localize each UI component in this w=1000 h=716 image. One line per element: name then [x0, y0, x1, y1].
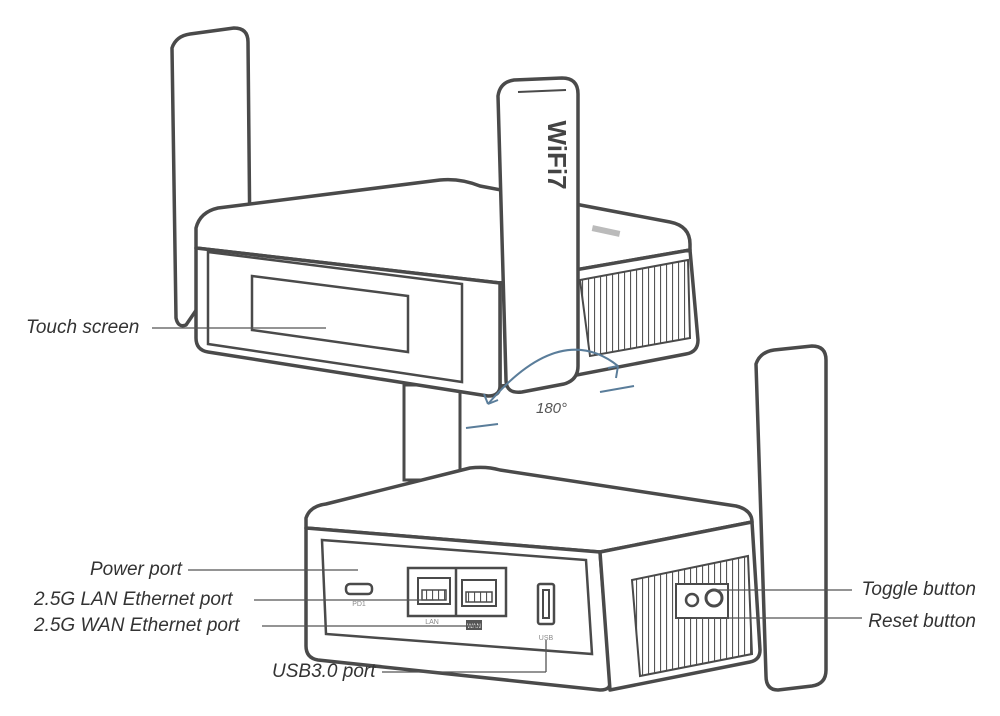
toggle-button[interactable] — [684, 592, 700, 608]
label-wan-port: 2.5G WAN Ethernet port — [34, 615, 240, 636]
antenna-bottom-right — [754, 344, 828, 692]
power-port[interactable] — [344, 582, 374, 596]
stand-post — [402, 383, 462, 482]
router-top: WiFi7 — [170, 26, 700, 398]
touch-screen — [250, 274, 410, 354]
router-top-vents — [578, 258, 692, 358]
label-usb-port: USB3.0 port — [272, 661, 376, 682]
antenna-wifi7-text: WiFi7 — [542, 120, 572, 189]
label-toggle-button: Toggle button — [861, 579, 976, 600]
antenna-front — [496, 76, 580, 394]
router-bottom: PD1 LAN WAN USB — [304, 344, 828, 692]
label-reset-button: Reset button — [868, 611, 976, 632]
rotation-label: 180° — [536, 400, 567, 417]
label-power-port: Power port — [90, 559, 182, 580]
wan-port-text: WAN — [467, 624, 481, 630]
power-port-text: PD1 — [352, 601, 366, 608]
lan-port-text: LAN — [425, 619, 439, 626]
router-bottom-lid — [304, 465, 754, 554]
wan-port[interactable] — [461, 579, 497, 607]
reset-button[interactable] — [704, 588, 724, 608]
label-lan-port: 2.5G LAN Ethernet port — [34, 589, 233, 610]
rotation-indicator — [465, 348, 635, 429]
usb-port-text: USB — [539, 635, 554, 642]
label-touch-screen: Touch screen — [26, 317, 140, 338]
leader-lines — [152, 327, 862, 673]
